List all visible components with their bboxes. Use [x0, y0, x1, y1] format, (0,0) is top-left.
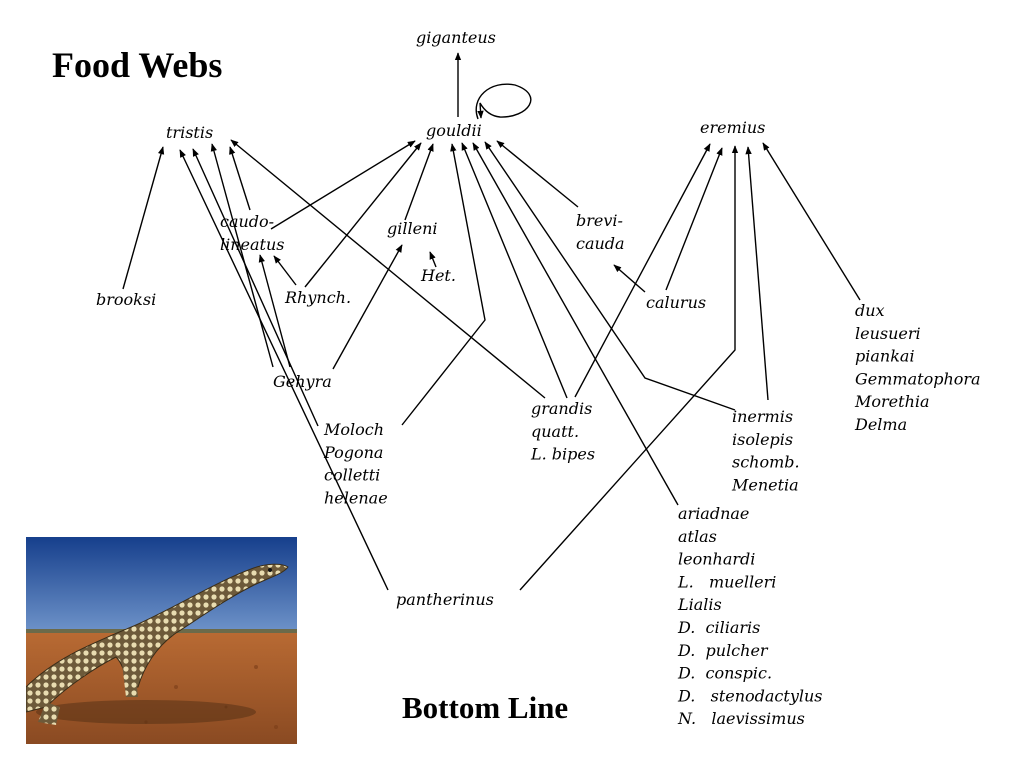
node-label: Morethia [854, 392, 930, 411]
node-label: ariadnae [678, 504, 749, 523]
edge-caudo-to-tristis [229, 146, 251, 211]
node-label: L. bipes [530, 445, 595, 464]
node-label: tristis [166, 123, 213, 142]
node-label: brevi- [576, 211, 623, 230]
node-label: D. pulcher [677, 641, 769, 660]
edge-pantherinus-to-tristis [179, 149, 389, 591]
node-brevi: brevi-cauda [576, 211, 625, 253]
node-label: atlas [678, 527, 717, 546]
edge-calurus-to-eremius [665, 147, 723, 291]
edge-inermis-to-gouldii [484, 141, 736, 411]
food-web-nodes: giganteus gouldii tristis eremius caudo-line… [96, 28, 981, 728]
node-gehyra: Gehyra [273, 372, 332, 391]
node-pantherinus: pantherinus [396, 590, 494, 609]
edge-dux-to-eremius [762, 142, 861, 301]
node-label: D. stenodactylus [677, 686, 823, 705]
edge-rhynch-to-gouldii [304, 142, 422, 288]
node-label: pantherinus [396, 590, 494, 609]
edge-calurus-to-brevi [613, 264, 646, 293]
edge-gehyra-to-caudo [258, 254, 291, 368]
edge-grandis-to-gouldii [461, 142, 568, 399]
node-gouldii: gouldii [426, 121, 482, 140]
edge-brooksi-to-tristis [122, 146, 165, 290]
edge-pantherinus-to-eremius [519, 145, 739, 591]
edge-inermis-to-eremius [745, 146, 769, 401]
node-caudo: caudo-lineatus [220, 212, 285, 254]
edge-brevi-to-gouldii [496, 140, 579, 208]
node-gilleni: gilleni [387, 219, 437, 238]
edge-grandis-to-eremius [574, 143, 711, 398]
node-label: brooksi [96, 290, 156, 309]
node-inermis: inermis isolepis schomb. Menetia [731, 407, 800, 494]
edge-caudo-to-gouldii [270, 140, 416, 230]
node-label: Delma [854, 415, 907, 434]
slide-subtitle: Bottom Line [402, 690, 569, 725]
node-label: helenae [324, 488, 388, 507]
node-label: D. ciliaris [677, 618, 760, 637]
node-label: isolepis [732, 430, 793, 449]
edge-moloch-to-gouldii [401, 143, 486, 426]
node-label: calurus [646, 293, 706, 312]
node-label: Pogona [323, 443, 383, 462]
edge-gouldii-to-gouldii [475, 83, 532, 120]
node-label: Gemmatophora [855, 369, 981, 388]
node-het: Het. [420, 266, 456, 285]
node-label: colletti [324, 466, 380, 485]
lizard-photo [26, 537, 297, 744]
node-giganteus: giganteus [416, 28, 496, 47]
edge-gilleni-to-gouldii [404, 143, 434, 221]
edge-rhynch-to-caudo [273, 255, 297, 286]
node-label: leusueri [855, 324, 921, 343]
node-eremius: eremius [700, 118, 765, 137]
node-label: giganteus [416, 28, 496, 47]
node-label: N. laevissimus [677, 709, 805, 728]
slide-title: Food Webs [52, 45, 223, 85]
food-web-edges [122, 52, 861, 591]
node-label: D. conspic. [677, 664, 772, 683]
node-label: dux [855, 301, 885, 320]
edge-gehyra-to-gilleni [332, 244, 403, 370]
node-label: inermis [732, 407, 793, 426]
node-grandis: grandis quatt. L. bipes [530, 399, 595, 464]
node-label: gouldii [426, 121, 482, 140]
node-ariadnae: ariadnae atlas leonhardi L. muelleriLialisD… [677, 504, 823, 728]
node-label: eremius [700, 118, 765, 137]
node-label: Lialis [677, 595, 722, 614]
node-label: Gehyra [273, 372, 332, 391]
node-calurus: calurus [646, 293, 706, 312]
node-tristis: tristis [166, 123, 213, 142]
node-label: L. muelleri [677, 572, 776, 591]
node-label: schomb. [732, 453, 800, 472]
node-label: Het. [420, 266, 456, 285]
node-brooksi: brooksi [96, 290, 156, 309]
node-label: Moloch [323, 420, 384, 439]
node-dux: dux leusueri piankaiGemmatophoraMorethiaDe… [854, 301, 981, 434]
edge-moloch-to-tristis [192, 148, 319, 427]
node-label: caudo- [220, 212, 274, 231]
edge-gehyra-to-tristis [210, 143, 274, 368]
node-label: cauda [576, 234, 625, 253]
node-label: Menetia [731, 475, 799, 494]
node-label: Rhynch. [284, 288, 351, 307]
edge-ariadnae-to-gouldii [472, 142, 679, 506]
node-label: quatt. [531, 422, 579, 441]
node-label: grandis [531, 399, 592, 418]
node-label: piankai [855, 347, 915, 366]
node-label: leonhardi [678, 550, 755, 569]
node-label: gilleni [387, 219, 437, 238]
edge-het-to-gilleni [429, 251, 437, 268]
node-rhynch: Rhynch. [284, 288, 351, 307]
node-label: lineatus [220, 235, 285, 254]
